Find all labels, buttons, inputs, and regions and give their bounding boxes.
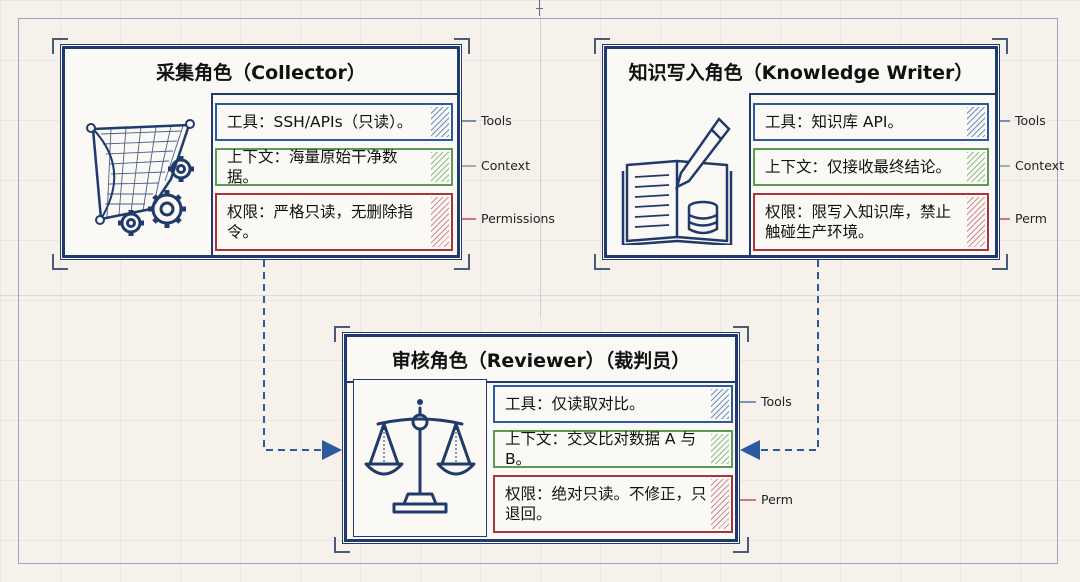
reviewer-tools-text: 工具：仅读取对比。 [505, 395, 645, 413]
net-and-gears-icon [86, 119, 195, 236]
hatch-decoration [967, 152, 985, 182]
collector-permissions-text: 权限：严格只读，无删除指令。 [227, 203, 414, 241]
writer-tools-text: 工具：知识库 API。 [765, 113, 903, 131]
reviewer-title: 审核角色（Reviewer）（裁判员） [347, 337, 735, 383]
reviewer-context-text: 上下文：交叉比对数据 A 与 B。 [505, 430, 696, 468]
writer-callout-tools: Tools [1015, 113, 1046, 128]
reviewer-context-row: 上下文：交叉比对数据 A 与 B。 [493, 430, 733, 468]
collector-callout-tools: Tools [481, 113, 512, 128]
reviewer-callout-permissions: Perm [761, 492, 793, 507]
hatch-decoration [711, 479, 729, 529]
collector-tools-text: 工具：SSH/APIs（只读）。 [227, 113, 413, 131]
connector-writer-to-reviewer [740, 260, 819, 460]
corner-mark [733, 537, 749, 553]
center-guide-horizontal [0, 295, 1080, 296]
collector-callout-context: Context [481, 158, 530, 173]
writer-icon-box [607, 93, 751, 255]
writer-permissions-text: 权限：限写入知识库，禁止触碰生产环境。 [765, 203, 952, 241]
hatch-decoration [711, 389, 729, 419]
writer-callout-permissions: Perm [1015, 211, 1047, 226]
collector-icon-box [65, 93, 213, 255]
collector-card: 采集角色（Collector） [62, 46, 460, 258]
hatch-decoration [431, 197, 449, 247]
collector-tools-row: 工具：SSH/APIs（只读）。 [215, 103, 453, 141]
collector-context-row: 上下文：海量原始干净数据。 [215, 148, 453, 186]
corner-mark [992, 254, 1008, 270]
outer-frame [18, 18, 1058, 564]
writer-context-text: 上下文：仅接收最终结论。 [765, 158, 952, 176]
collector-title: 采集角色（Collector） [65, 49, 457, 95]
corner-mark [334, 326, 350, 342]
writer-callout-context: Context [1015, 158, 1064, 173]
reviewer-tools-row: 工具：仅读取对比。 [493, 385, 733, 423]
book-pen-database-icon [621, 117, 733, 245]
hatch-decoration [431, 107, 449, 137]
center-guide-vertical [540, 18, 541, 318]
corner-mark [594, 38, 610, 54]
corner-mark [454, 254, 470, 270]
writer-context-row: 上下文：仅接收最终结论。 [753, 148, 989, 186]
writer-permissions-row: 权限：限写入知识库，禁止触碰生产环境。 [753, 193, 989, 251]
writer-tools-row: 工具：知识库 API。 [753, 103, 989, 141]
corner-mark [52, 254, 68, 270]
reviewer-icon-box [353, 379, 487, 537]
reviewer-permissions-row: 权限：绝对只读。不修正，只退回。 [493, 475, 733, 533]
corner-mark [454, 38, 470, 54]
corner-mark [594, 254, 610, 270]
corner-mark [733, 326, 749, 342]
corner-mark [52, 38, 68, 54]
corner-mark [992, 38, 1008, 54]
connector-collector-to-reviewer [263, 260, 342, 460]
corner-mark [334, 537, 350, 553]
reviewer-card: 审核角色（Reviewer）（裁判员） [344, 334, 738, 542]
writer-title: 知识写入角色（Knowledge Writer） [607, 49, 995, 95]
hatch-decoration [431, 152, 449, 182]
hatch-decoration [967, 107, 985, 137]
writer-card: 知识写入角色（Knowledge Writer） [604, 46, 998, 258]
reviewer-permissions-text: 权限：绝对只读。不修正，只退回。 [505, 485, 707, 523]
collector-permissions-row: 权限：严格只读，无删除指令。 [215, 193, 453, 251]
top-center-tick-cap [536, 8, 543, 9]
reviewer-callout-tools: Tools [761, 394, 792, 409]
hatch-decoration [711, 434, 729, 464]
collector-callout-permissions: Permissions [481, 211, 555, 226]
collector-context-text: 上下文：海量原始干净数据。 [227, 148, 398, 186]
hatch-decoration [967, 197, 985, 247]
balance-scale-icon [364, 399, 476, 514]
